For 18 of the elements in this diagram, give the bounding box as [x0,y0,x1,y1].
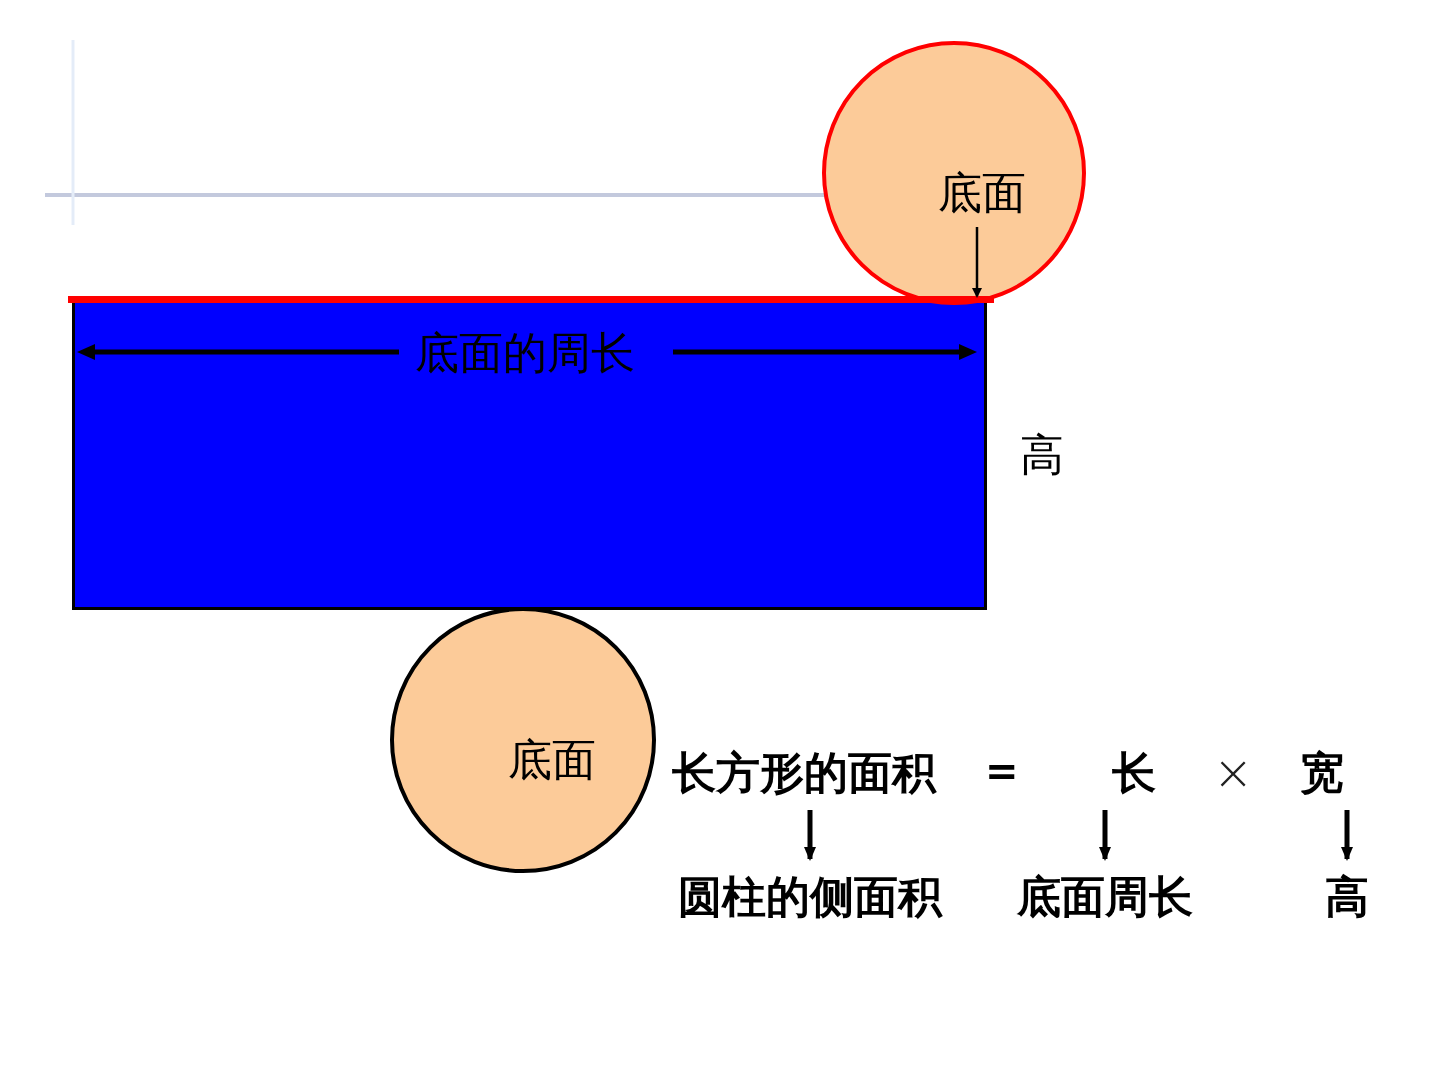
equals-sign: = [985,751,1019,791]
formula-term: 圆柱的侧面积 [678,875,942,919]
formula-term: 宽 [1300,751,1344,795]
times-sign: × [1213,748,1254,796]
arrow [1341,810,1353,861]
formula-term: 高 [1325,875,1369,919]
formula-term: 长 [1112,751,1156,795]
dimension-label: 底面的周长 [415,331,635,375]
formula-term: 底面周长 [1017,875,1193,919]
formula-term: 长方形的面积 [672,751,936,795]
circle-label: 底面 [938,171,1026,215]
arrow [972,227,982,298]
base-circle [822,41,1086,305]
base-circle [390,607,656,873]
arrow [804,810,816,861]
circle-label: 底面 [508,738,596,782]
height-label: 高 [1020,433,1064,477]
arrow [1099,810,1111,861]
